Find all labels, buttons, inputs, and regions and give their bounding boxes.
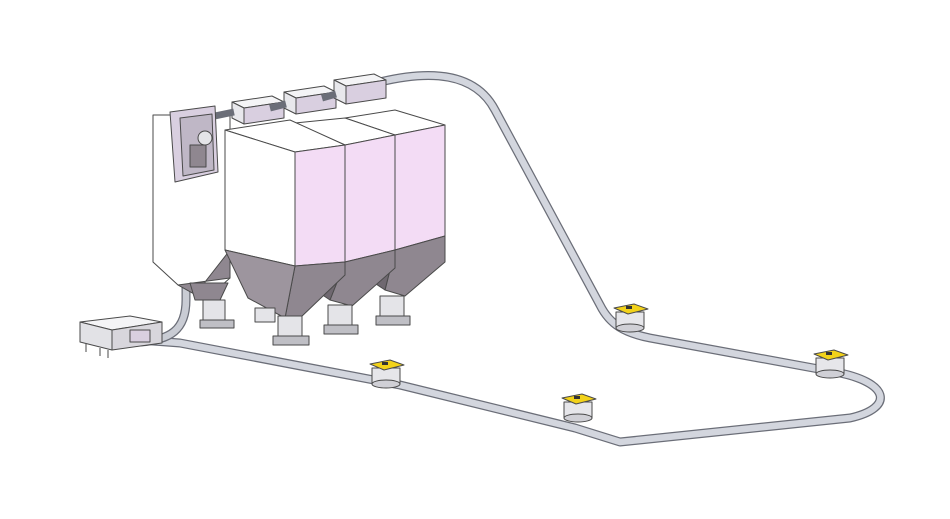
vacuum-pump-panel: [169, 105, 219, 183]
conveying-pipe: [135, 70, 885, 447]
control-box: [79, 315, 163, 358]
silo-2: [224, 119, 346, 346]
receivers: [369, 303, 849, 423]
receiver-3: [613, 303, 649, 333]
receiver-2: [561, 393, 597, 423]
silo-top-receivers: [204, 73, 387, 125]
receiver-1: [369, 359, 405, 389]
receiver-4: [813, 349, 849, 379]
